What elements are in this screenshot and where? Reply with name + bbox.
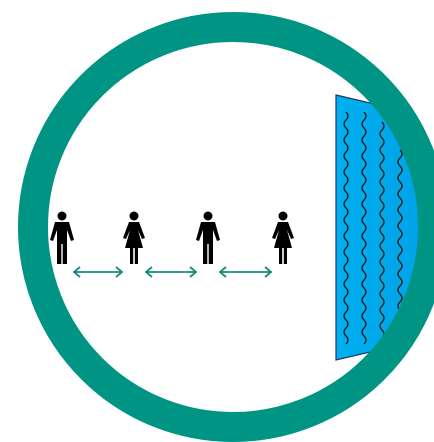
woman-icon [272, 211, 294, 264]
barrier-wave-line [361, 111, 367, 345]
distance-arrow [144, 266, 198, 278]
distance-arrows [72, 266, 273, 278]
distance-arrow [72, 266, 124, 278]
teal-ring [18, 12, 434, 442]
man-icon [50, 211, 74, 264]
barrier-wave-line [397, 149, 403, 311]
people-row [50, 211, 294, 264]
barrier-wave-lines [343, 111, 403, 345]
barrier-wave-line [343, 111, 349, 345]
woman-icon [123, 211, 145, 264]
distance-arrow [218, 266, 273, 278]
barrier-wave-line [379, 121, 385, 339]
man-icon [196, 211, 220, 264]
